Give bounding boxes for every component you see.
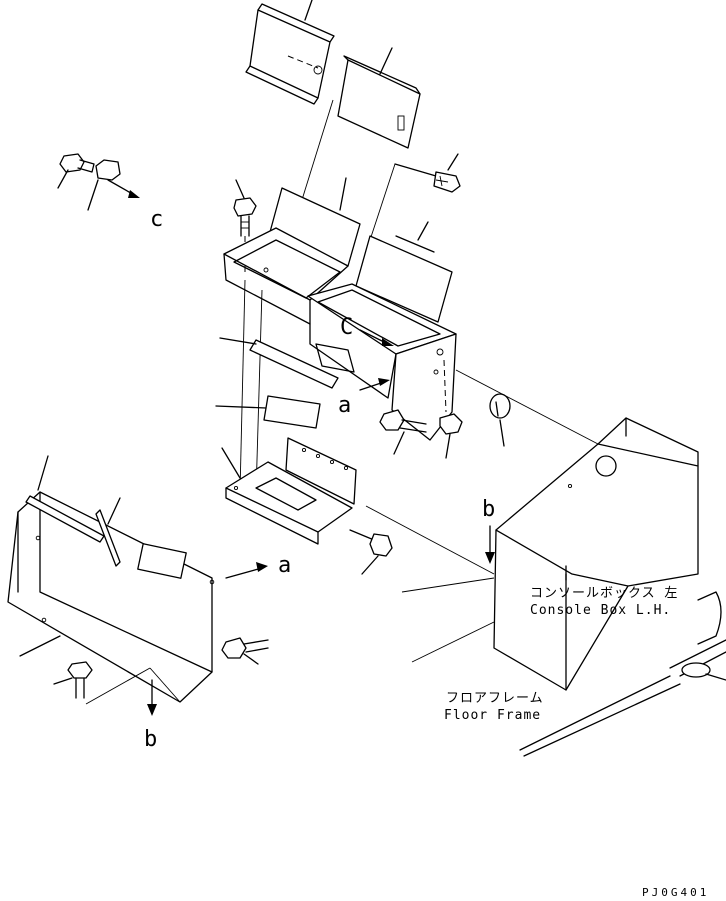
arrow-c-top bbox=[107, 179, 140, 198]
lower-bracket-plate bbox=[221, 437, 357, 545]
bolt-panel-bottom bbox=[53, 661, 181, 705]
leader-line bbox=[369, 163, 396, 241]
note-floor-frame-jp: フロアフレーム bbox=[446, 691, 544, 706]
label-a-low: a bbox=[278, 553, 291, 578]
round-grommet bbox=[455, 369, 599, 447]
guide-line bbox=[255, 289, 263, 495]
top-flap-cover-right bbox=[337, 47, 421, 149]
arrow-b-right bbox=[485, 525, 495, 564]
label-b-right: b bbox=[482, 497, 495, 522]
top-flap-cover-left bbox=[245, 0, 335, 105]
nut-mid bbox=[439, 359, 463, 459]
arrow-c-mid bbox=[359, 329, 394, 346]
note-floor-frame-en: Floor Frame bbox=[444, 708, 541, 723]
console-bracket-box bbox=[223, 177, 457, 441]
flange-bolt-mid bbox=[379, 409, 427, 455]
bolt-panel-right bbox=[221, 637, 269, 665]
label-c-top: c bbox=[150, 207, 163, 232]
arrow-a-mid bbox=[359, 378, 390, 391]
drawing-code: PJ0G401 bbox=[642, 886, 709, 899]
label-c-mid: C bbox=[340, 315, 353, 340]
flange-bolt-low bbox=[349, 529, 393, 575]
label-a-mid: a bbox=[338, 393, 351, 418]
arrow-a-low bbox=[225, 562, 268, 579]
console-box-lh bbox=[493, 417, 722, 691]
bolt-upper-right bbox=[394, 153, 461, 193]
note-console-box-jp: コンソールボックス 左 bbox=[530, 586, 678, 601]
rubber-pad bbox=[215, 395, 321, 429]
cushion-strip bbox=[219, 337, 339, 389]
side-strip-right bbox=[95, 497, 121, 567]
note-console-box-en: Console Box L.H. bbox=[530, 603, 671, 618]
arrow-b-low bbox=[147, 679, 157, 716]
floor-frame bbox=[365, 505, 726, 757]
side-strip-left bbox=[25, 455, 105, 543]
lower-cover-panel bbox=[7, 491, 215, 703]
bolt-and-clip-left bbox=[57, 153, 121, 211]
label-b-low: b bbox=[144, 727, 157, 752]
guide-line bbox=[239, 279, 246, 493]
